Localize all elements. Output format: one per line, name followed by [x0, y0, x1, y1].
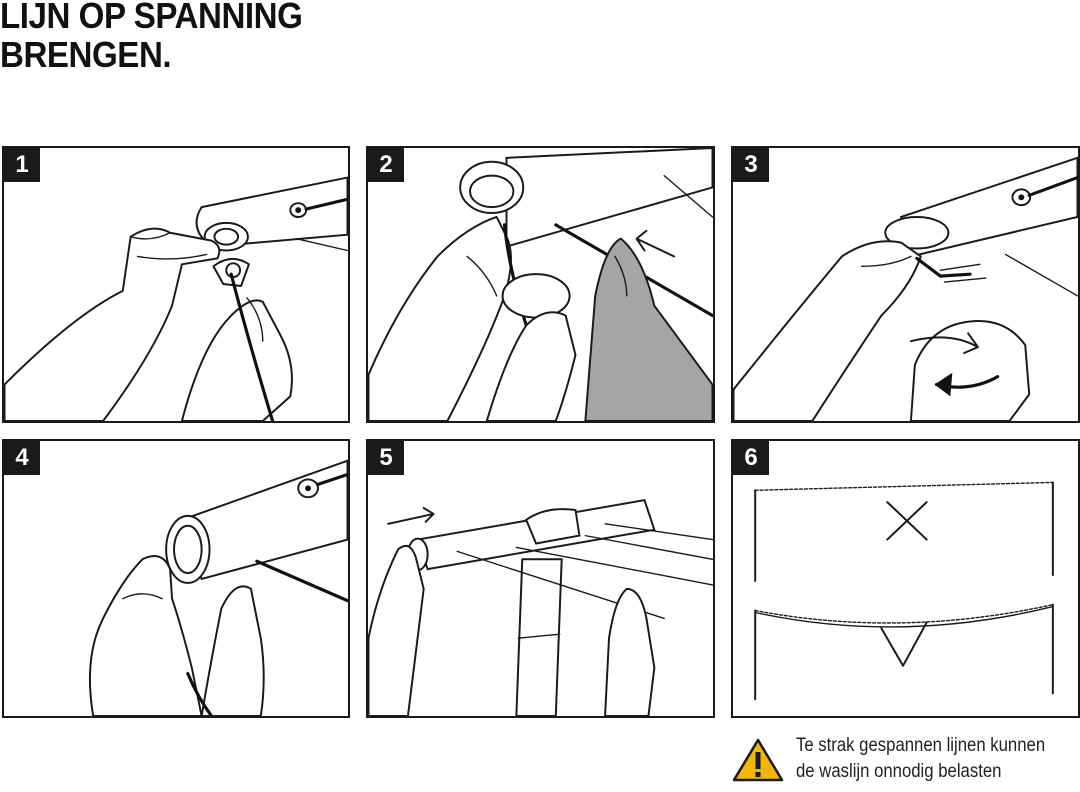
step-1-illustration	[4, 176, 348, 421]
step-number-badge: 3	[733, 148, 769, 182]
step-6-illustration	[754, 481, 1054, 701]
page-title-line-2: BRENGEN.	[0, 34, 172, 75]
wrong-x-mark	[886, 501, 928, 541]
step-number-badge: 6	[733, 441, 769, 475]
step-5-illustration	[368, 499, 713, 716]
step-panel-2: 2	[366, 146, 715, 423]
step-2-illustration	[368, 148, 713, 421]
warning-triangle-icon	[732, 738, 784, 782]
step-panel-3: 3	[731, 146, 1080, 423]
step-panel-5: 5	[366, 439, 715, 718]
step-panel-6: 6	[731, 439, 1080, 718]
step-number-badge: 5	[368, 441, 404, 475]
step-number-badge: 1	[4, 148, 40, 182]
step-number-badge: 4	[4, 441, 40, 475]
step-4-illustration	[88, 459, 348, 716]
right-check-mark	[880, 621, 928, 667]
warning-note: Te strak gespannen lijnen kunnen de wasl…	[732, 733, 1072, 789]
step-number-badge: 2	[368, 148, 404, 182]
warning-line-1: Te strak gespannen lijnen kunnen	[796, 735, 1046, 756]
page-title: LIJN OP SPANNING BRENGEN.	[0, 0, 303, 75]
step-3-illustration	[733, 156, 1078, 421]
warning-text: Te strak gespannen lijnen kunnen de wasl…	[796, 733, 1046, 785]
page-title-line-1: LIJN OP SPANNING	[0, 0, 303, 36]
step-panel-1: 1	[2, 146, 350, 423]
warning-line-2: de waslijn onnodig belasten	[796, 761, 1002, 782]
step-panel-4: 4	[2, 439, 350, 718]
